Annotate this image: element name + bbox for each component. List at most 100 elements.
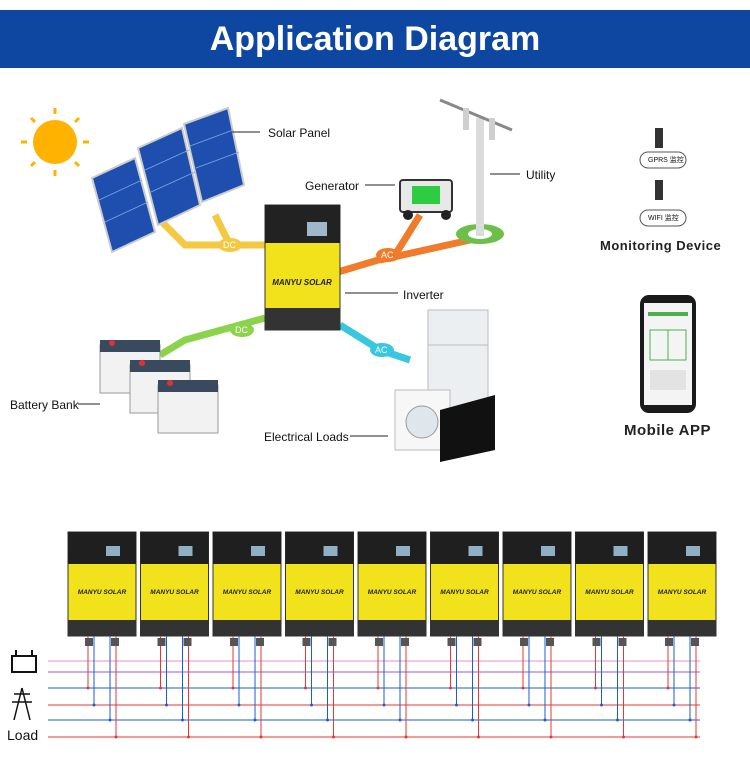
load-label: Load <box>7 727 39 743</box>
electrical-loads-icon <box>394 309 495 462</box>
inverter-brand-main: MANYU SOLAR <box>272 278 332 287</box>
parallel-inverter-screen-8 <box>613 546 628 556</box>
parallel-inverter-brand-7: MANYU SOLAR <box>513 589 562 596</box>
connector-right-4 <box>328 638 337 646</box>
junction-3-1 <box>231 686 235 690</box>
junction-5-2 <box>382 703 386 707</box>
grid-icon <box>11 650 37 673</box>
electrical-loads-label: Electrical Loads <box>264 430 349 444</box>
parallel-inverter-screen-7 <box>541 546 555 556</box>
junction-2-2 <box>165 703 168 707</box>
parallel-inverter-brand-4: MANYU SOLAR <box>295 589 344 596</box>
connector-right-7 <box>546 638 554 646</box>
parallel-inverter-brand-3: MANYU SOLAR <box>223 589 272 596</box>
wifi-device-icon <box>639 180 687 227</box>
junction-5-3 <box>398 718 402 722</box>
parallel-inverter-screen-5 <box>396 546 410 556</box>
junction-5-1 <box>376 686 380 690</box>
junction-8-2 <box>600 703 603 707</box>
junction-4-4 <box>332 735 335 739</box>
solar-panel-icon <box>90 106 246 254</box>
dc-label-battery: DC <box>235 325 248 335</box>
mobile-phone-icon <box>640 295 696 413</box>
junction-6-2 <box>455 703 458 707</box>
parallel-inverter-panel-3 <box>213 532 281 564</box>
solar-dc-line <box>157 217 265 249</box>
junction-7-1 <box>521 686 525 690</box>
junction-1-1 <box>86 686 90 690</box>
junction-2-1 <box>159 686 162 690</box>
parallel-inverter-panel-5 <box>358 532 426 564</box>
parallel-inverter-base-4 <box>285 620 354 636</box>
junction-7-4 <box>549 735 553 739</box>
junction-5-4 <box>404 735 408 739</box>
parallel-inverter-screen-1 <box>106 546 120 556</box>
dc-badge-battery <box>230 323 254 337</box>
connector-left-7 <box>520 638 528 646</box>
junction-1-4 <box>114 735 118 739</box>
junction-2-4 <box>187 735 190 739</box>
junction-3-4 <box>259 735 263 739</box>
connector-right-8 <box>618 638 627 646</box>
junction-9-1 <box>666 686 670 690</box>
gprs-label: GPRS 监控 <box>648 157 684 164</box>
parallel-inverter-screen-6 <box>468 546 483 556</box>
connector-left-6 <box>447 638 456 646</box>
junction-4-2 <box>310 703 313 707</box>
parallel-inverter-group: MANYU SOLAR MANYU SOLAR MANYU SOLAR MANYU S… <box>48 531 717 739</box>
connector-right-9 <box>691 638 699 646</box>
connector-left-8 <box>592 638 601 646</box>
connector-right-3 <box>256 638 264 646</box>
parallel-inverter-brand-8: MANYU SOLAR <box>585 589 634 596</box>
connector-left-5 <box>375 638 383 646</box>
mobile-app-label: Mobile APP <box>624 422 711 439</box>
connector-left-9 <box>665 638 673 646</box>
parallel-inverter-brand-6: MANYU SOLAR <box>440 589 489 596</box>
parallel-inverter-screen-3 <box>251 546 265 556</box>
parallel-inverter-panel-4 <box>285 532 354 564</box>
parallel-inverter-panel-7 <box>503 532 571 564</box>
junction-3-3 <box>253 718 257 722</box>
parallel-inverter-panel-8 <box>575 532 644 564</box>
junction-1-3 <box>108 718 112 722</box>
connector-right-5 <box>401 638 409 646</box>
pylon-icon <box>12 687 32 721</box>
solar-panel-label: Solar Panel <box>268 126 331 140</box>
junction-8-4 <box>622 735 625 739</box>
parallel-inverter-screen-9 <box>686 546 700 556</box>
generator-label: Generator <box>305 179 360 193</box>
battery-bank-label: Battery Bank <box>10 398 79 412</box>
parallel-inverter-brand-2: MANYU SOLAR <box>150 589 199 596</box>
junction-6-3 <box>471 718 474 722</box>
connector-right-1 <box>111 638 119 646</box>
wifi-label: WIFI 监控 <box>648 215 679 222</box>
ac-label-load: AC <box>375 345 388 355</box>
parallel-inverter-panel-9 <box>648 532 716 564</box>
battery-bank-icon <box>99 340 219 434</box>
parallel-inverter-base-9 <box>648 620 716 636</box>
junction-9-4 <box>694 735 698 739</box>
junction-9-2 <box>672 703 676 707</box>
parallel-inverter-base-5 <box>358 620 426 636</box>
connector-left-1 <box>85 638 93 646</box>
parallel-inverter-screen-4 <box>323 546 338 556</box>
pointer-lines <box>78 131 520 437</box>
parallel-inverter-panel-2 <box>140 532 209 564</box>
parallel-inverter-brand-9: MANYU SOLAR <box>658 589 707 596</box>
connector-left-2 <box>157 638 166 646</box>
junction-3-2 <box>237 703 241 707</box>
junction-6-1 <box>449 686 452 690</box>
sun-icon <box>21 108 89 176</box>
utility-pole-icon <box>439 98 513 244</box>
junction-7-3 <box>543 718 547 722</box>
page-title: Application Diagram <box>209 19 541 58</box>
utility-label: Utility <box>526 168 556 182</box>
junction-7-2 <box>527 703 531 707</box>
parallel-inverter-base-8 <box>575 620 644 636</box>
parallel-inverter-base-7 <box>503 620 571 636</box>
parallel-inverter-screen-2 <box>178 546 193 556</box>
connector-right-2 <box>183 638 192 646</box>
junction-8-1 <box>594 686 597 690</box>
connector-right-6 <box>473 638 482 646</box>
